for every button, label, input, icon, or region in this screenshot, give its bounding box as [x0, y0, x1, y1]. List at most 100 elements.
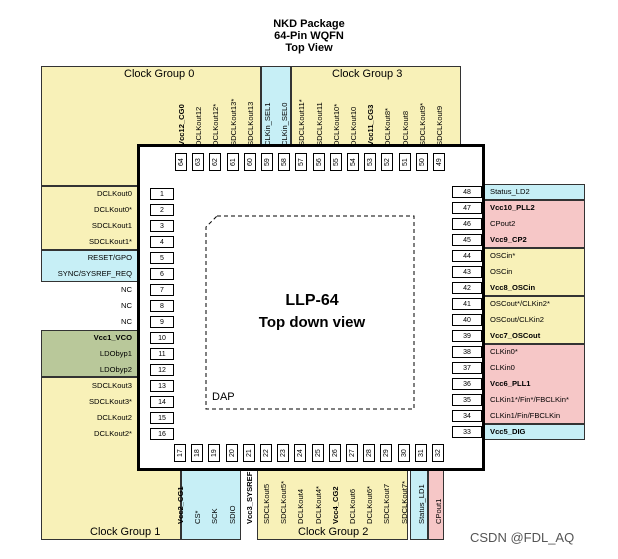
pin-label: Vcc12_CG0 — [177, 104, 186, 146]
pin-label: DCLKout0 — [96, 189, 132, 198]
pin-label: SDCLKout13 — [245, 101, 255, 146]
pin-label: CPout2 — [490, 219, 516, 228]
pin-number: 38 — [452, 346, 482, 358]
pin-number: 18 — [191, 444, 204, 462]
watermark: CSDN @FDL_AQ — [470, 530, 575, 545]
pin-label: SDCLKout5* — [279, 480, 289, 524]
chip-outline — [137, 144, 485, 471]
pin-number: 46 — [452, 218, 482, 230]
pin-label: OSCout/CLKin2 — [490, 315, 545, 324]
pin-number: 37 — [452, 362, 482, 374]
package-type: 64-Pin WQFN — [274, 30, 344, 42]
pin-number: 47 — [452, 202, 482, 214]
pin-label: Vcc2_CG1 — [176, 486, 185, 524]
dap-label: DAP — [212, 391, 235, 403]
pin-label: CLKin1*/Fin*/FBCLKin* — [490, 395, 569, 404]
pin-label: SDCLKout5 — [262, 483, 271, 524]
pin-number: 12 — [150, 364, 174, 376]
package-title: NKD Package — [273, 18, 345, 30]
pin-label: OSCin — [490, 267, 513, 276]
pin-label: Status_LD2 — [490, 187, 530, 196]
pin-label: SDCLKout11* — [297, 99, 307, 146]
pin-label: SDCLKout1 — [91, 221, 132, 230]
clock-group-0-label: Clock Group 0 — [124, 68, 195, 80]
pin-number: 8 — [150, 300, 174, 312]
pin-number: 62 — [209, 153, 222, 171]
pin-number: 14 — [150, 396, 174, 408]
pin-label: Vcc9_CP2 — [490, 235, 527, 244]
pin-label: OSCout*/CLKin2* — [490, 299, 550, 308]
pin-label: DCLKout6* — [365, 486, 375, 524]
pin-number: 22 — [260, 444, 272, 462]
pin-label: CLKin0 — [490, 363, 515, 372]
pin-label: RESET/GPO — [87, 253, 132, 262]
pin-label: SDCLKout9 — [435, 105, 444, 146]
pin-label: CPout1 — [434, 498, 443, 524]
pin-number: 48 — [452, 186, 482, 198]
pin-label: SCK — [210, 508, 220, 524]
pin-label: Status_LD1 — [416, 484, 426, 524]
pin-label: SYNC/SYSREF_REQ — [57, 269, 132, 278]
pin-number: 50 — [415, 153, 428, 171]
pin-number: 26 — [328, 444, 341, 462]
pin-number: 31 — [414, 444, 427, 462]
pin-label: CLKin1/Fin/FBCLKin — [490, 411, 561, 420]
pin-number: 4 — [150, 236, 174, 248]
pin-number: 40 — [452, 314, 482, 326]
clock-group-2-label: Clock Group 2 — [298, 526, 369, 538]
pin-label: DCLKout8 — [400, 110, 410, 146]
pin-label: Vcc6_PLL1 — [490, 379, 531, 388]
chip-subtitle: Top down view — [258, 314, 366, 331]
pin-number: 15 — [150, 412, 174, 424]
pin-label: NC — [121, 301, 132, 310]
pin-number: 43 — [452, 266, 482, 278]
pin-label: DCLKout12 — [194, 106, 204, 146]
pin-label: Vcc1_VCO — [93, 333, 132, 342]
pin-number: 54 — [347, 153, 359, 171]
pin-label: DCLKout2* — [94, 429, 132, 438]
pin-number: 53 — [364, 153, 377, 171]
pin-label: CLKin_SEL1 — [263, 102, 272, 146]
pin-number: 1 — [150, 188, 174, 200]
pin-number: 42 — [452, 282, 482, 294]
pin-label: SDCLKout3* — [88, 397, 132, 406]
pin-number: 9 — [150, 316, 174, 328]
pin-number: 55 — [329, 153, 342, 171]
pin-label: DCLKout2 — [96, 413, 132, 422]
pin-number: 3 — [150, 220, 174, 232]
pin-label: Vcc5_DIG — [490, 427, 526, 436]
pin-number: 6 — [150, 268, 174, 280]
clock-group-3-label: Clock Group 3 — [332, 68, 403, 80]
pin-label: DCLKout0* — [94, 205, 132, 214]
pin-label: Vcc8_OSCin — [490, 283, 536, 292]
pin-label: SDIO — [227, 505, 237, 524]
pin-label: SDCLKout11 — [314, 102, 324, 146]
pin-label: NC — [121, 317, 132, 326]
pin-number: 27 — [346, 444, 358, 462]
pin-number: 58 — [278, 153, 291, 171]
pin-label: LDObyp2 — [99, 365, 132, 374]
pin-number: 5 — [150, 252, 174, 264]
pin-number: 20 — [225, 444, 238, 462]
pin-number: 16 — [150, 428, 174, 440]
pin-number: 35 — [452, 394, 482, 406]
pin-label: Vcc10_PLL2 — [490, 203, 535, 212]
pin-number: 60 — [243, 153, 256, 171]
pin-label: SDCLKout9* — [417, 102, 427, 146]
pin-label: SDCLKout7* — [399, 480, 409, 524]
pin-label: SDCLKout7 — [382, 483, 392, 524]
pin-label: DCLKout10* — [331, 103, 341, 146]
pin-number: 21 — [242, 444, 255, 462]
pin-label: Vcc11_CG3 — [366, 104, 376, 146]
pin-label: DCLKout4 — [296, 488, 306, 524]
pin-number: 59 — [261, 153, 273, 171]
pin-label: DCLKout12* — [211, 103, 221, 146]
pin-number: 19 — [208, 444, 221, 462]
pin-label: Vcc4_CG2 — [330, 486, 340, 524]
pin-number: 28 — [363, 444, 376, 462]
pin-number: 64 — [175, 153, 187, 171]
pin-number: 29 — [380, 444, 393, 462]
chip-name: LLP-64 — [285, 292, 339, 309]
pin-label: OSCin* — [490, 251, 516, 260]
dap-pad — [205, 215, 415, 410]
